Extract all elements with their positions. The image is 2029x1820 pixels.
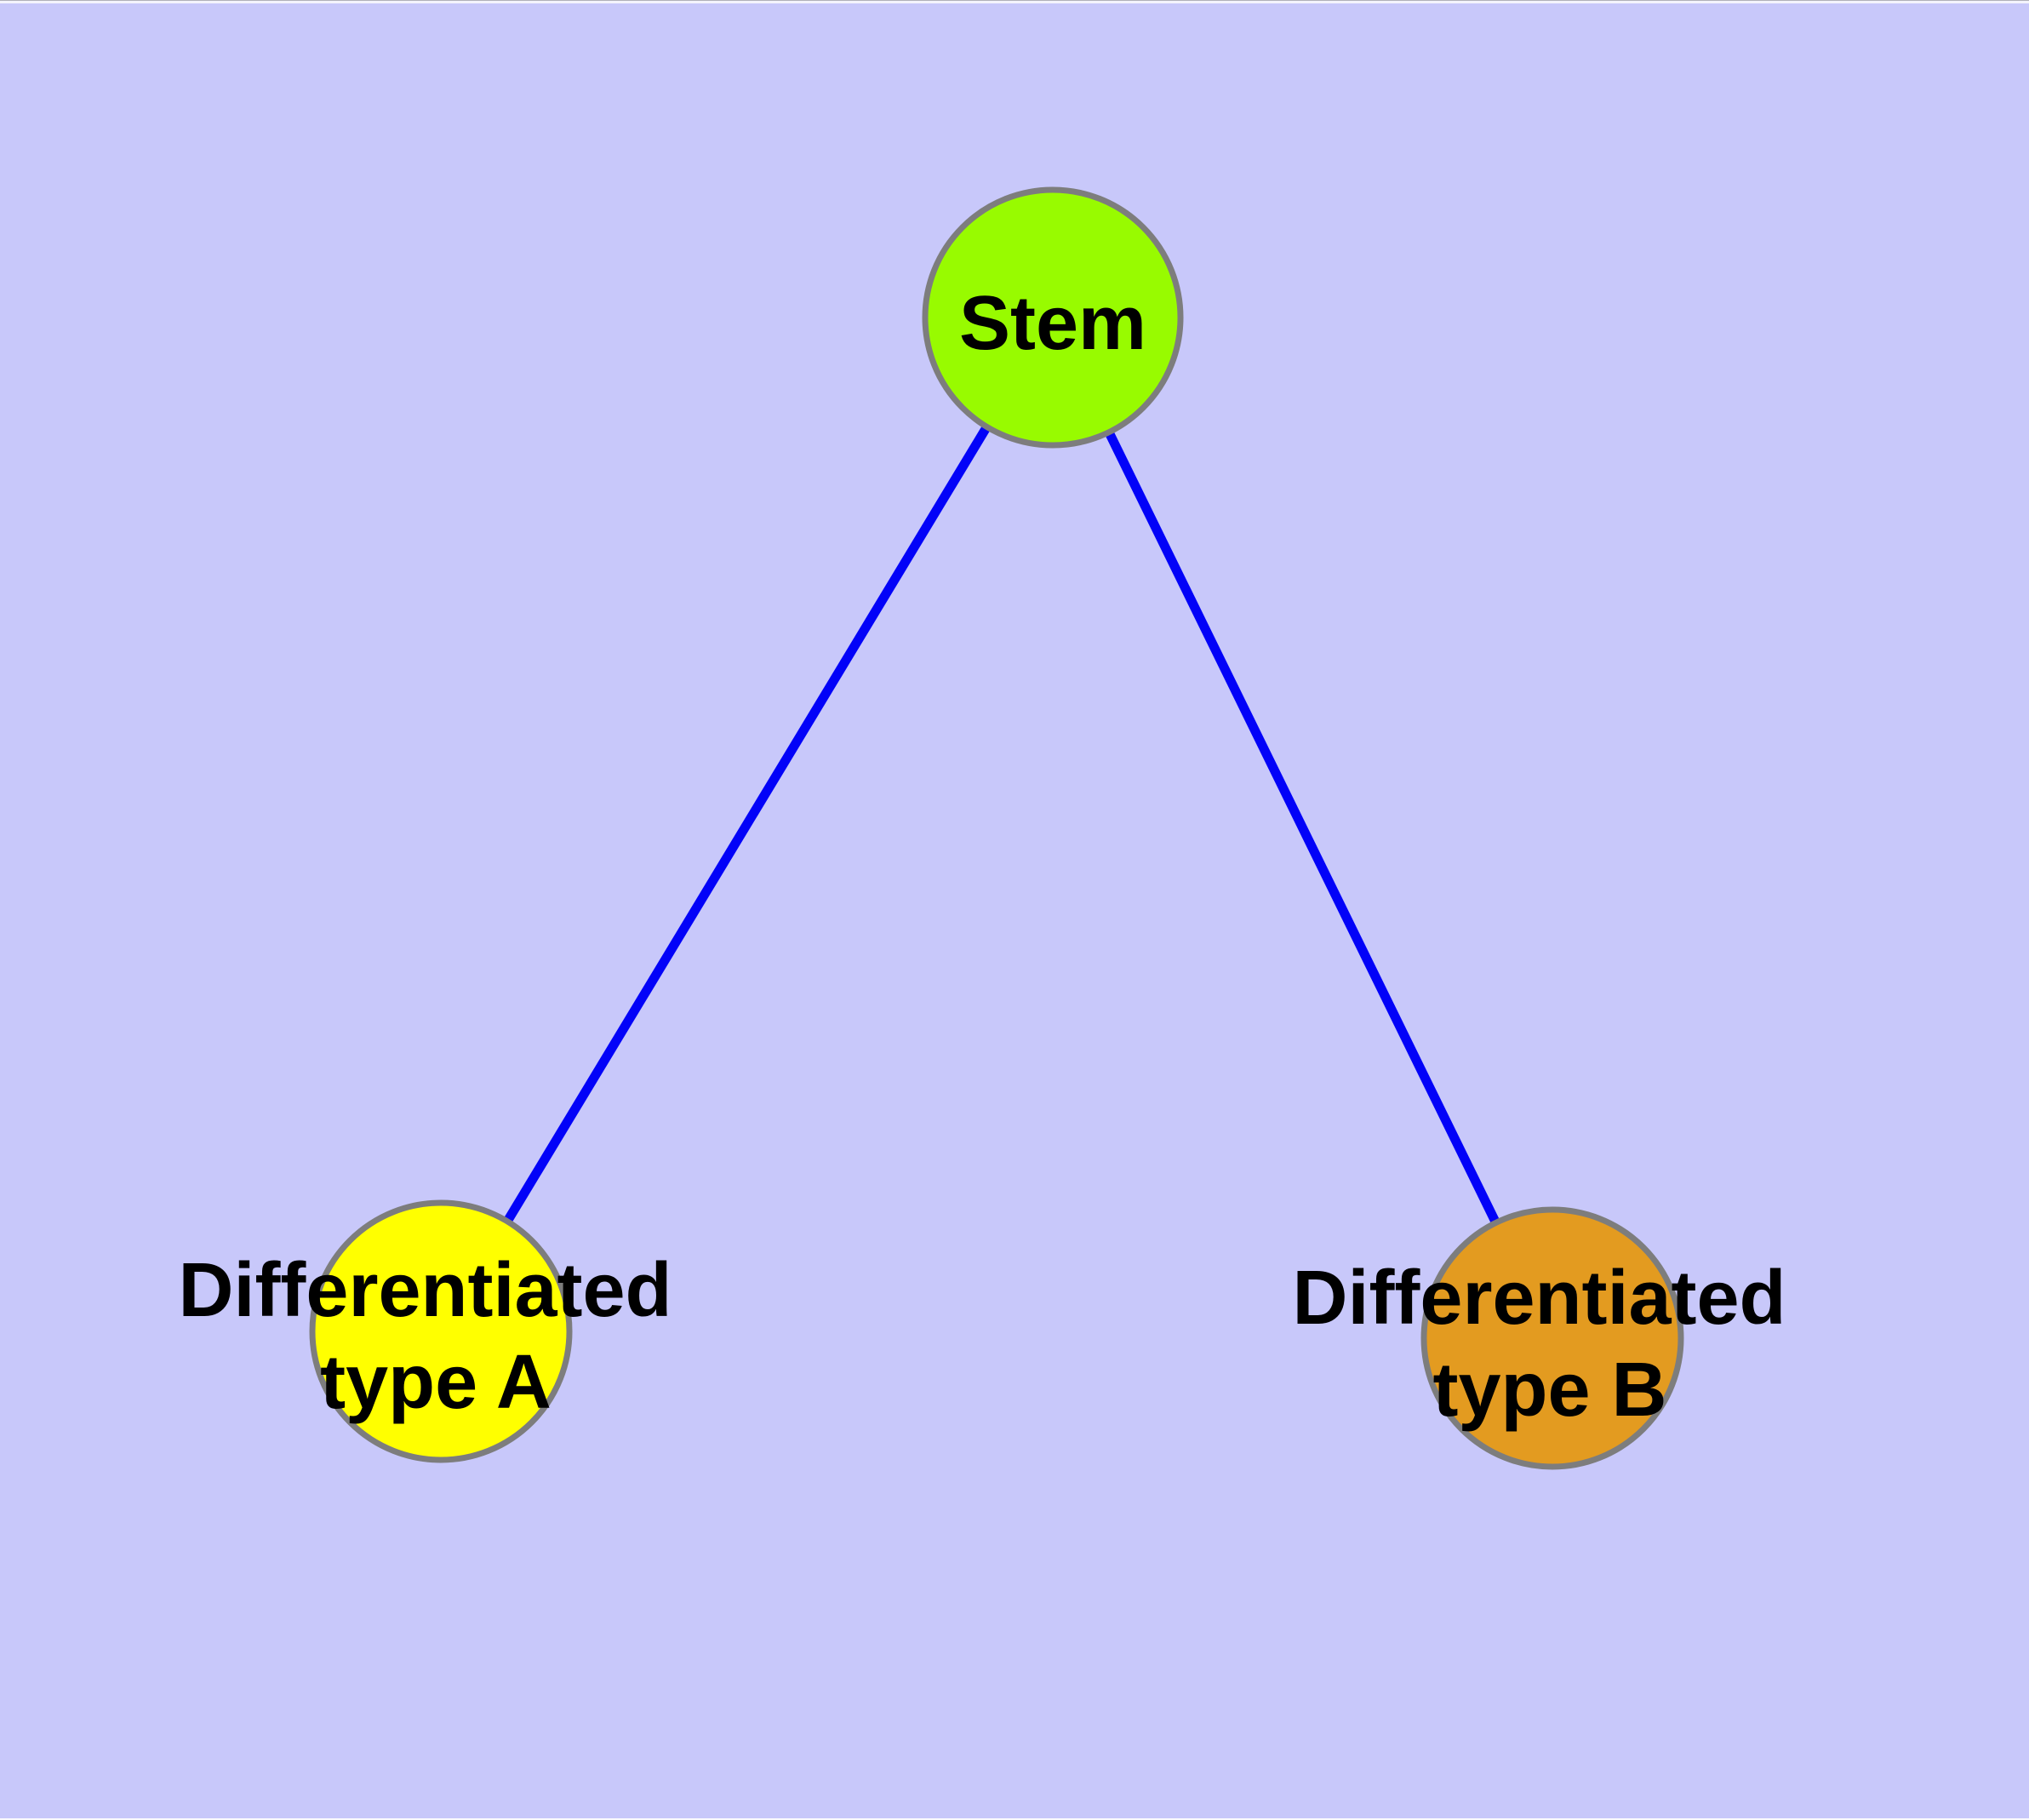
label-line: Differentiated	[1292, 1256, 1786, 1341]
window-bottom-edge	[0, 1818, 2029, 1820]
label-line: Differentiated	[178, 1248, 672, 1333]
label-stem: Stem	[959, 281, 1146, 366]
edge-stem-to-type-a	[437, 315, 1057, 1334]
label-line: type A	[320, 1340, 552, 1425]
edge-stem-to-type-b	[1049, 315, 1557, 1341]
label-differentiated-type-a: Differentiated type A	[178, 1248, 693, 1425]
window-top-edge	[0, 0, 2029, 3]
label-line: type B	[1432, 1348, 1666, 1433]
node-differentiated-type-a	[309, 1199, 573, 1463]
node-stem	[922, 186, 1184, 449]
node-differentiated-type-b	[1420, 1206, 1684, 1470]
label-differentiated-type-b: Differentiated type B	[1292, 1256, 1807, 1433]
